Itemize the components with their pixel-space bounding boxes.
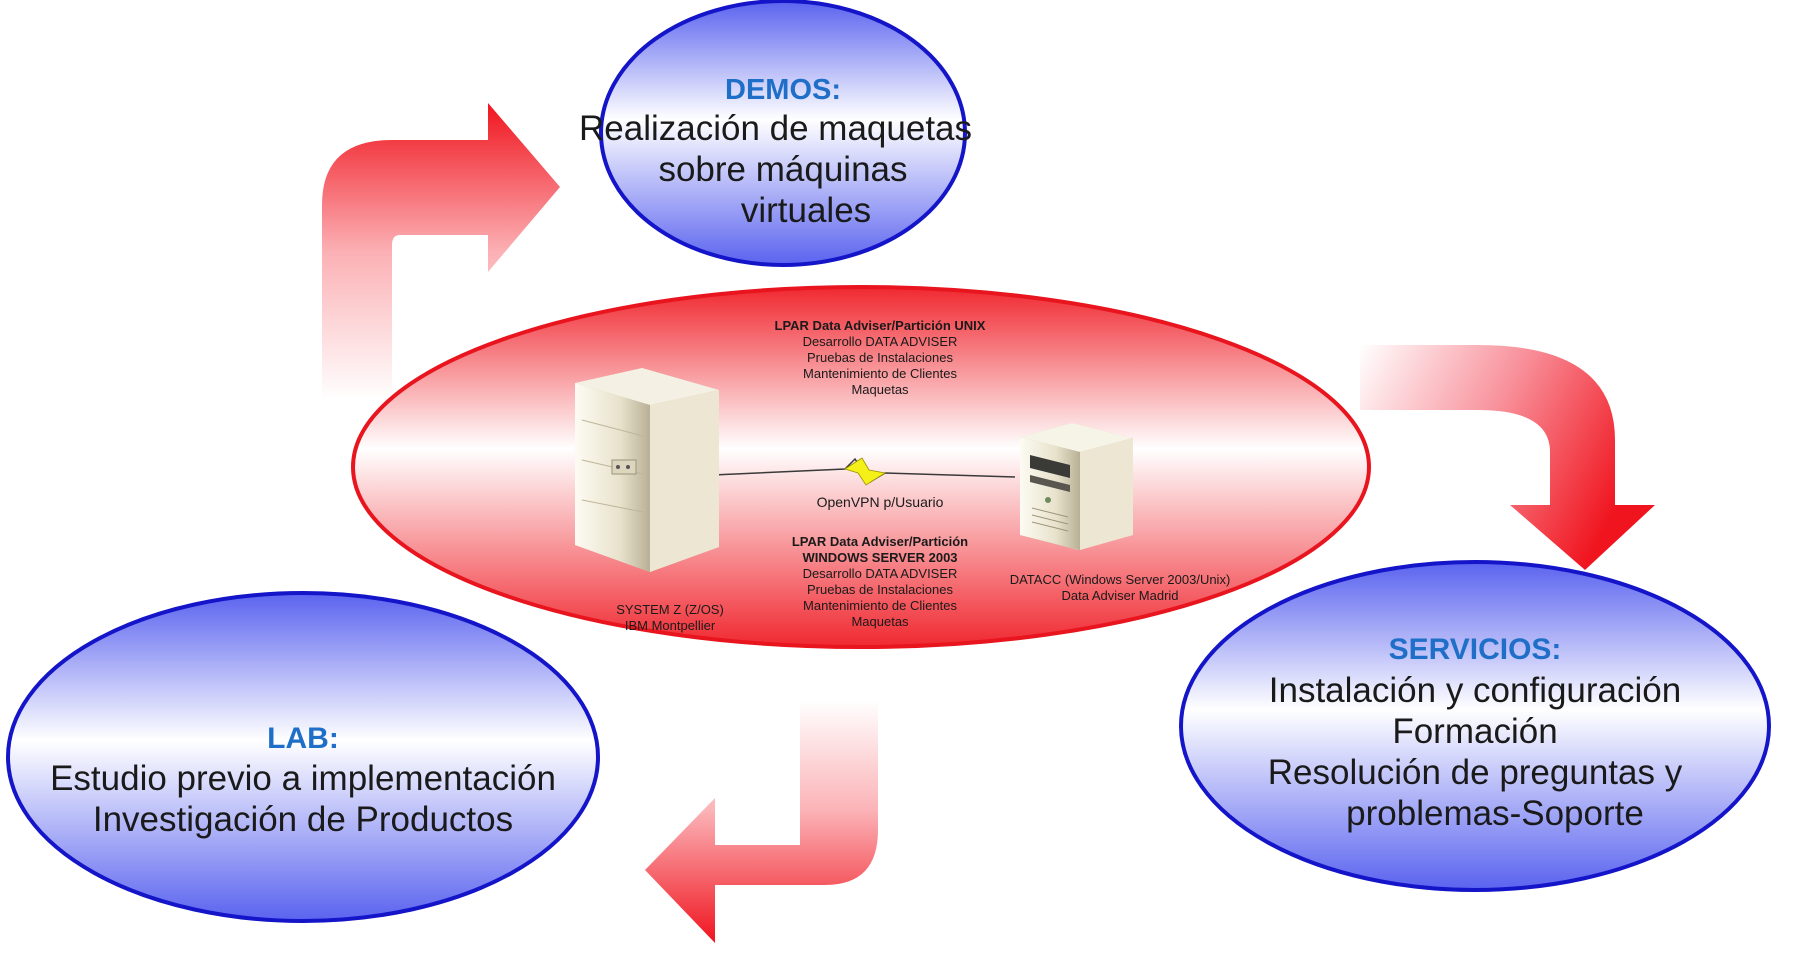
server-label-1: DATACC (Windows Server 2003/Unix) [1009,572,1231,587]
vpn-connection [712,457,1016,486]
demos-line-1: Realización de maquetas [579,109,973,148]
mainframe-label: SYSTEM Z (Z/OS) IBM Montpellier [570,602,770,634]
windows-block-line-2: Pruebas de Instalaciones [807,582,953,597]
windows-block-title-1: LPAR Data Adviser/Partición [791,534,969,549]
unix-block: LPAR Data Adviser/Partición UNIX Desarro… [730,318,1030,398]
lab-line-1: Estudio previo a implementación [50,759,556,798]
server-label-2: Data Adviser Madrid [1061,588,1179,603]
servicios-ellipse [1179,560,1771,892]
arrow-demos-to-servicios [1360,345,1655,570]
windows-block-line-4: Maquetas [851,614,909,629]
servicios-line-2: Formación [1392,712,1558,751]
unix-block-line-3: Mantenimiento de Clientes [803,366,957,381]
servicios-text: SERVICIOS: Instalación y configuración F… [1181,630,1769,834]
windows-block-line-1: Desarrollo DATA ADVISER [802,566,958,581]
unix-block-line-4: Maquetas [851,382,909,397]
lab-ellipse [6,591,600,923]
lab-text: LAB: Estudio previo a implementación Inv… [8,720,598,840]
windows-block-line-3: Mantenimiento de Clientes [803,598,957,613]
arrow-lab-to-demos [322,103,560,400]
servicios-title: SERVICIOS: [1388,633,1562,666]
demos-line-3: virtuales [740,191,872,230]
demos-title: DEMOS: [725,74,841,106]
arrow-center-to-lab [645,700,878,943]
unix-block-line-2: Pruebas de Instalaciones [807,350,953,365]
unix-block-line-1: Desarrollo DATA ADVISER [802,334,958,349]
servicios-line-3: Resolución de preguntas y [1267,753,1683,792]
windows-block-title-2: WINDOWS SERVER 2003 [802,550,958,565]
servicios-line-4: problemas-Soporte [1346,794,1644,833]
connection-label: OpenVPN p/Usuario [816,494,944,510]
windows-block: LPAR Data Adviser/Partición WINDOWS SERV… [740,534,1020,630]
mainframe-label-1: SYSTEM Z (Z/OS) [616,602,724,617]
servicios-line-1: Instalación y configuración [1268,671,1682,710]
demos-text: DEMOS: Realización de maquetas sobre máq… [579,72,972,231]
tower-server-icon [1020,423,1133,550]
demos-ellipse [599,0,967,267]
mainframe-server-icon [575,368,719,572]
lightning-icon [844,457,887,486]
lab-line-2: Investigación de Productos [92,800,514,839]
unix-block-title: LPAR Data Adviser/Partición UNIX [774,318,986,333]
lab-title: LAB: [267,722,339,755]
mainframe-label-2: IBM Montpellier [624,618,716,633]
server-label: DATACC (Windows Server 2003/Unix) Data A… [990,572,1250,604]
demos-line-2: sobre máquinas [658,150,908,189]
